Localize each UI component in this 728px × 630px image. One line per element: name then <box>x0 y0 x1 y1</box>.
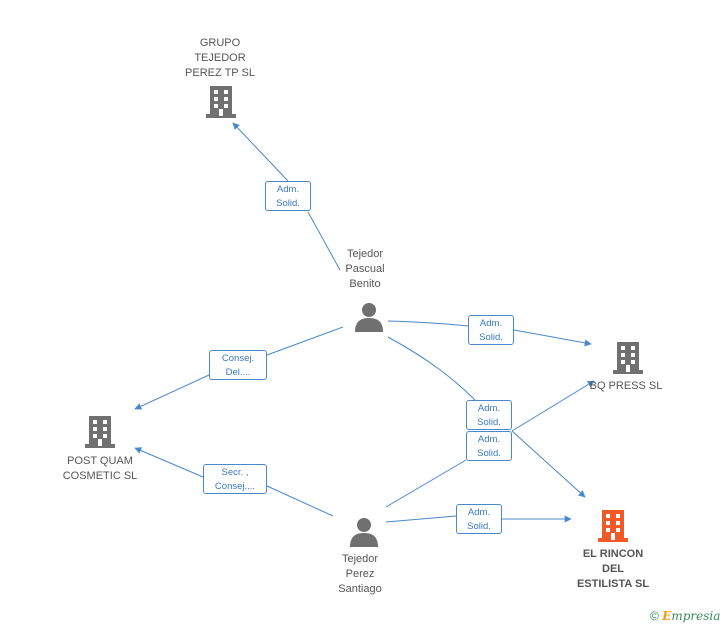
building-icon[interactable] <box>206 84 236 118</box>
edge-label-adm-solid[interactable]: Adm. Solid. <box>466 400 512 430</box>
edge-line-e2 <box>387 320 591 344</box>
node-label-tejedor-pascual[interactable]: Tejedor Pascual Benito <box>345 248 385 290</box>
edge-label-adm-solid[interactable]: Adm. Solid. <box>466 431 512 461</box>
brand-name: mpresia <box>671 609 721 623</box>
brand-initial: E <box>662 609 672 623</box>
person-icon[interactable] <box>349 517 379 547</box>
brand-logo: Empresia <box>662 609 720 623</box>
edge-line-e6 <box>135 448 334 517</box>
node-label-bq-press[interactable]: BQ PRESS SL <box>589 380 663 392</box>
building-icon[interactable] <box>613 340 643 374</box>
edge-label-adm-solid[interactable]: Adm. Solid. <box>456 504 502 534</box>
node-label-grupo-tejedor[interactable]: GRUPO TEJEDOR PEREZ TP SL <box>185 37 255 79</box>
building-icon[interactable] <box>85 414 115 448</box>
edge-line-e7 <box>385 516 571 522</box>
edge-line-e4 <box>387 336 585 497</box>
footer-brand: © Empresia <box>650 609 720 623</box>
edge-label-adm-solid[interactable]: Adm. Solid. <box>265 181 311 211</box>
edge-label-adm-solid[interactable]: Adm. Solid. <box>468 315 514 345</box>
person-icon[interactable] <box>354 302 384 332</box>
node-label-el-rincon[interactable]: EL RINCON DEL ESTILISTA SL <box>576 548 650 590</box>
edge-line-e3 <box>135 326 344 409</box>
copyright-symbol: © <box>650 609 659 623</box>
building-icon-highlighted[interactable] <box>598 508 628 542</box>
node-label-tejedor-perez[interactable]: Tejedor Perez Santiago <box>338 553 382 595</box>
node-label-post-quam[interactable]: POST QUAM COSMETIC SL <box>62 455 138 482</box>
edge-label-secr-consej[interactable]: Secr. , Consej.... <box>203 464 267 494</box>
edge-label-consej-del[interactable]: Consej. Del.... <box>209 350 267 380</box>
edge-line-e1 <box>233 123 341 271</box>
edge-line-e5 <box>385 381 594 508</box>
